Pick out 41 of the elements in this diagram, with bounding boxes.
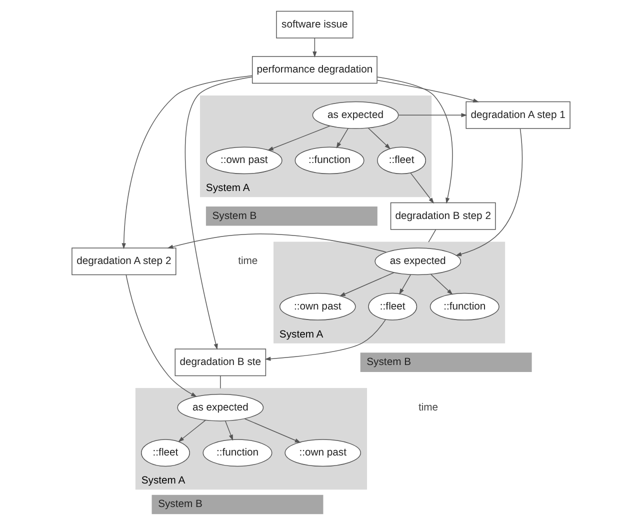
connector [428,229,436,242]
arrow [368,128,391,150]
arrow [398,113,468,118]
node-box: performance degradation [252,56,378,84]
arrow [185,76,252,350]
arrow [399,274,412,295]
label: time [418,402,438,414]
label: time [238,256,258,268]
arrow [312,38,317,58]
node-ellipse: ::function [202,439,272,467]
node-box: System B [152,494,324,514]
arrow [122,75,253,250]
node-ellipse: ::fleet [377,146,426,174]
node-ellipse: ::function [430,292,500,320]
node-box: degradation B step 2 [390,202,496,230]
arrow [339,272,394,296]
node-box: degradation A step 1 [466,101,570,129]
arrow [126,274,197,398]
arrow [167,234,387,253]
arrow [264,319,386,361]
node-ellipse: ::fleet [368,292,418,320]
node-box: System B [360,352,532,372]
node-box: System B [206,206,378,226]
node-box: degradation B ste [174,348,266,376]
node-box: degradation A step 2 [72,248,176,276]
arrow [376,80,480,102]
arrow [410,172,434,204]
node-ellipse: as expected [177,394,264,422]
arrow [178,420,206,442]
node-ellipse: as expected [312,101,399,129]
arrow [225,420,234,441]
arrow [267,126,330,151]
arrow [376,76,453,204]
arrow [336,128,348,148]
arrow [455,128,523,256]
arrow [244,418,301,443]
connector [220,375,221,389]
node-box: software issue [276,10,354,38]
arrow [430,274,453,295]
node-ellipse: ::function [294,146,364,174]
node-ellipse: ::fleet [141,439,190,467]
